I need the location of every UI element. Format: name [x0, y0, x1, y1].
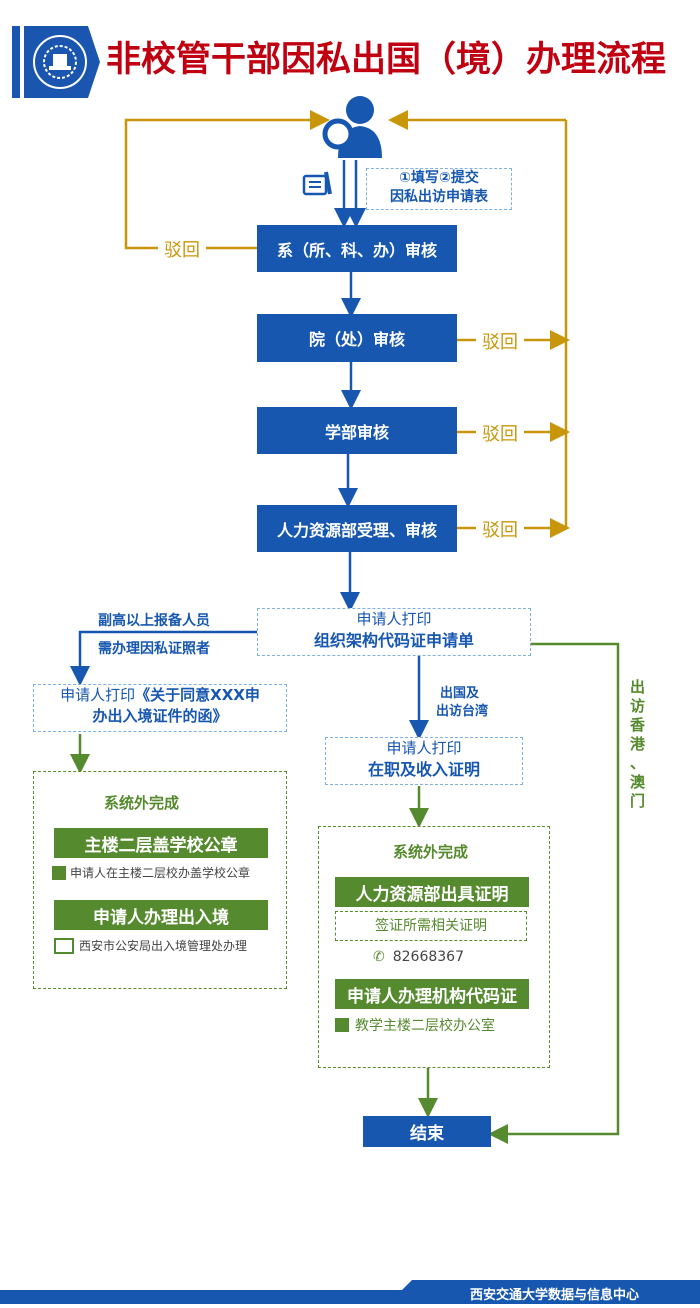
employment-line-1: 申请人打印	[386, 739, 462, 757]
visa-cert-note: 签证所需相关证明	[335, 911, 527, 941]
print-org-code-form[interactable]: 申请人打印 组织架构代码证申请单	[257, 608, 531, 656]
middle-offline-title: 系统外完成	[393, 843, 469, 861]
action-exit-entry: 申请人办理出入境	[54, 900, 268, 930]
fill-submit-instruction: ①填写②提交 因私出访申请表	[366, 168, 512, 210]
step-department-review[interactable]: 系（所、科、办）审核	[257, 225, 457, 272]
id-card-icon	[54, 937, 74, 954]
building-icon	[52, 865, 66, 880]
action-stamp-seal: 主楼二层盖学校公章	[54, 828, 268, 858]
step-college-review[interactable]: 院（处）审核	[257, 314, 457, 362]
exit-entry-note: 西安市公安局出入境管理处办理	[54, 937, 247, 954]
instruction-line-2: 因私出访申请表	[390, 189, 488, 205]
org-code-note: 教学主楼二层校办公室	[335, 1015, 495, 1035]
instruction-line-1: ①填写②提交	[399, 170, 479, 186]
university-logo	[24, 26, 100, 98]
action-org-code-cert: 申请人办理机构代码证	[335, 979, 529, 1009]
print-employment-income-cert[interactable]: 申请人打印 在职及收入证明	[325, 737, 523, 785]
right-condition-label: 出访香港、澳门	[630, 678, 646, 810]
end-node: 结束	[363, 1116, 491, 1147]
letter-line-1-normal: 申请人打印	[60, 686, 136, 704]
action-hr-certificate: 人力资源部出具证明	[335, 877, 529, 907]
step-faculty-review[interactable]: 学部审核	[257, 407, 457, 454]
print-approval-letter[interactable]: 申请人打印《关于同意XXX申 办出入境证件的函》	[33, 684, 287, 732]
footer-band	[0, 1280, 700, 1304]
phone-number: 82668367	[392, 949, 464, 965]
form-pen-icon	[302, 171, 332, 196]
middle-condition-line-1: 出国及	[440, 686, 480, 701]
left-condition-line-2: 需办理因私证照者	[98, 641, 210, 657]
reject-label-1: 驳回	[158, 236, 206, 262]
page-title: 非校管干部因私出国（境）办理流程	[106, 40, 667, 80]
reject-label-2: 驳回	[476, 328, 524, 354]
reject-label-4: 驳回	[476, 516, 524, 542]
phone-icon: ✆	[373, 949, 385, 965]
middle-offline-panel: 系统外完成 人力资源部出具证明 签证所需相关证明 ✆ 82668367 申请人办…	[318, 826, 550, 1068]
stamp-seal-note: 申请人在主楼二层校办盖学校公章	[52, 864, 250, 881]
stamp-seal-note-text: 申请人在主楼二层校办盖学校公章	[70, 866, 251, 880]
green-flow-arrows	[70, 642, 620, 1144]
exit-entry-note-text: 西安市公安局出入境管理处办理	[79, 939, 248, 953]
reject-label-3: 驳回	[476, 420, 524, 446]
left-condition-line-1: 副高以上报备人员	[98, 613, 210, 629]
building-icon	[335, 1018, 349, 1032]
footer-org: 西安交通大学数据与信息中心	[470, 1288, 640, 1303]
print-form-line-2: 组织架构代码证申请单	[313, 631, 474, 650]
org-code-note-text: 教学主楼二层校办公室	[355, 1018, 495, 1034]
phone-row: ✆ 82668367	[373, 949, 464, 965]
left-offline-panel: 系统外完成 主楼二层盖学校公章 申请人在主楼二层校办盖学校公章 申请人办理出入境…	[33, 771, 287, 989]
main-flow-arrows	[70, 160, 429, 740]
letter-line-2: 办出入境证件的函》	[92, 707, 228, 725]
left-offline-title: 系统外完成	[104, 794, 180, 812]
middle-condition-line-2: 出访台湾	[436, 704, 489, 719]
step-hr-review[interactable]: 人力资源部受理、审核	[257, 505, 457, 552]
applicant-search-icon	[322, 96, 382, 158]
print-form-line-1: 申请人打印	[356, 610, 432, 628]
header-accent-bar	[12, 26, 20, 98]
letter-line-1-bold: 《关于同意XXX申	[135, 686, 260, 704]
employment-line-2: 在职及收入证明	[367, 760, 480, 779]
